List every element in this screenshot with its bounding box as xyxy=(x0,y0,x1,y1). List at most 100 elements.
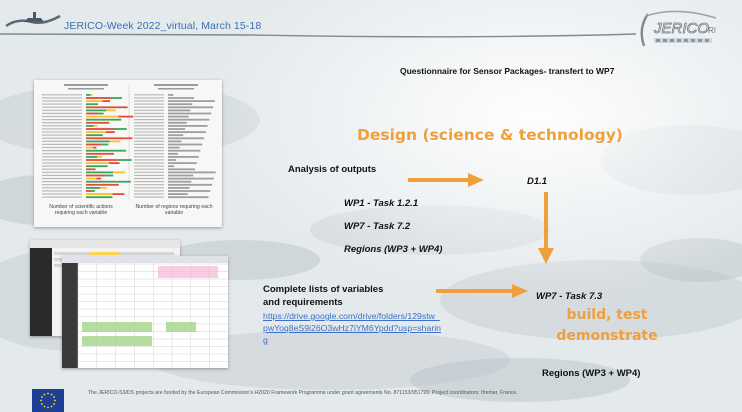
analysis-label: Analysis of outputs xyxy=(288,164,377,175)
mini-label xyxy=(42,128,82,130)
footer-funding-text: The JERICO-S3/DS projects are funded by … xyxy=(88,390,518,396)
mini-bar xyxy=(90,94,93,96)
wp7-task-73: WP7 - Task 7.3 xyxy=(536,291,603,302)
design-heading: Design (science & technology) xyxy=(357,126,623,144)
eu-star xyxy=(50,393,53,396)
mini-bar xyxy=(100,165,108,168)
mini-bar xyxy=(86,109,107,112)
mini-bar xyxy=(86,162,110,164)
mini-bar xyxy=(86,174,105,177)
eu-star xyxy=(43,405,46,408)
d11-label: D1.1 xyxy=(527,176,548,187)
right-bars xyxy=(134,94,216,199)
mini-label xyxy=(42,171,82,173)
eu-stars-icon xyxy=(40,392,56,409)
mini-bar xyxy=(168,100,215,102)
mini-label xyxy=(134,168,164,170)
mini-bar xyxy=(86,112,99,115)
mini-label xyxy=(134,106,164,108)
mini-label xyxy=(42,134,82,136)
mini-bar xyxy=(114,128,127,130)
mini-bar xyxy=(168,177,214,180)
mini-bar xyxy=(92,190,95,192)
mini-bar xyxy=(86,137,118,140)
mini-bar xyxy=(86,143,102,146)
mini-bar xyxy=(168,140,182,143)
mini-bar xyxy=(86,196,105,199)
mini-bar xyxy=(86,177,97,180)
mini-bar xyxy=(86,149,114,152)
mini-bar xyxy=(86,125,94,127)
build-line1: build, test xyxy=(566,307,648,323)
mini-label xyxy=(134,137,164,139)
mini-bar xyxy=(168,125,208,127)
thumbnail-caption-left: Number of scientific actions requiring e… xyxy=(49,204,113,216)
mini-label xyxy=(42,196,82,198)
mini-label xyxy=(42,94,82,96)
mini-bar xyxy=(168,190,211,192)
mini-label xyxy=(134,109,164,111)
mini-bar xyxy=(168,112,212,115)
mini-bar xyxy=(168,131,206,133)
mini-bar xyxy=(168,168,195,171)
mini-bar xyxy=(86,128,115,130)
mini-bar xyxy=(168,183,213,186)
mini-label xyxy=(134,112,164,114)
mini-bar xyxy=(168,118,210,121)
mini-bar xyxy=(97,156,102,158)
mini-bar xyxy=(86,165,101,168)
mini-bar xyxy=(168,193,188,195)
mini-bar xyxy=(86,146,94,149)
mini-label xyxy=(134,131,164,133)
mini-bar xyxy=(86,131,106,133)
mini-bar xyxy=(110,97,122,99)
eu-star xyxy=(41,396,43,398)
build-line2: demonstrate xyxy=(556,328,658,344)
mini-label xyxy=(42,165,82,167)
mini-bar xyxy=(86,190,93,192)
mini-bar xyxy=(104,196,113,199)
mini-bar xyxy=(168,149,201,152)
mini-bar xyxy=(101,121,110,124)
mini-bar xyxy=(93,146,97,149)
drive-link[interactable]: https://drive.google.com/drive/folders/1… xyxy=(263,311,441,345)
mini-label xyxy=(42,143,82,145)
mini-bar xyxy=(106,109,116,112)
mini-label xyxy=(134,115,164,118)
mini-bar xyxy=(168,171,216,174)
mini-label xyxy=(134,171,164,173)
mini-label xyxy=(134,97,164,99)
variables-chart-thumbnail: Number of scientific actions requiring e… xyxy=(34,80,222,227)
mini-bar xyxy=(116,180,131,183)
mini-label xyxy=(134,174,164,176)
arrow-right-to-wp7 xyxy=(436,284,528,298)
mini-bar xyxy=(98,112,104,115)
mini-label xyxy=(134,177,164,180)
complete-lists-line2: and requirements xyxy=(263,297,343,308)
mini-label xyxy=(42,112,82,114)
mini-bar xyxy=(86,100,103,102)
mini-label xyxy=(42,125,82,127)
mini-bar xyxy=(86,183,109,186)
spreadsheet-front-graphic xyxy=(62,256,229,368)
mini-bar xyxy=(97,134,103,137)
jerico-logo: JERICO RI xyxy=(636,8,720,50)
mini-bar xyxy=(105,131,115,133)
mini-label xyxy=(42,150,82,152)
mini-bar xyxy=(117,159,132,161)
eu-star xyxy=(43,393,46,396)
mini-bar xyxy=(86,115,119,118)
mini-bar xyxy=(102,100,110,102)
mini-bar xyxy=(86,121,102,124)
eu-star xyxy=(50,405,53,408)
mini-bar xyxy=(86,193,113,195)
eu-star xyxy=(40,399,42,402)
mini-bar xyxy=(168,97,195,99)
mini-bar xyxy=(168,187,190,189)
mini-bar xyxy=(105,152,114,155)
spreadsheet-thumbnail-front xyxy=(62,256,229,368)
mini-bar xyxy=(168,128,186,130)
mini-label xyxy=(134,156,164,158)
regions-wp3-wp4-bottom: Regions (WP3 + WP4) xyxy=(542,368,641,379)
mini-bar xyxy=(168,115,189,118)
